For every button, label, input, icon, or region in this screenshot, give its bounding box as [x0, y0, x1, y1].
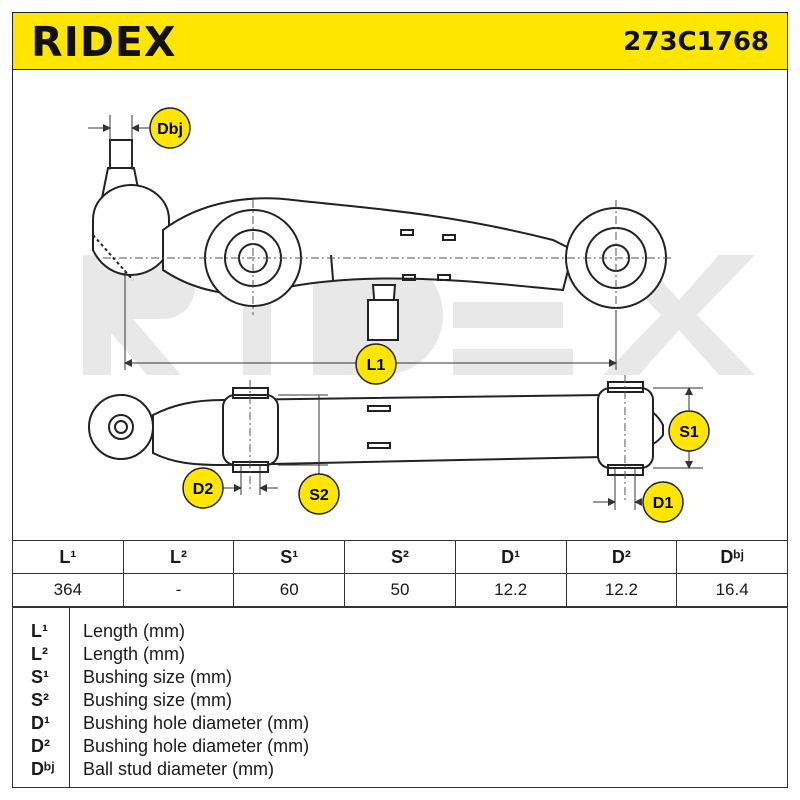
legend-description: Bushing hole diameter (mm) [83, 736, 310, 756]
spec-header-cell: D² [565, 540, 678, 574]
legend-description: Length (mm) [83, 644, 186, 664]
center-lines [103, 200, 673, 315]
legend-row: D² Bushing hole diameter (mm) [13, 735, 789, 758]
brand-logo: RIDEX [31, 18, 177, 66]
spec-value-cell: 12.2 [454, 573, 567, 607]
spec-value-row: 364 - 60 50 12.2 12.2 16.4 [12, 573, 788, 607]
legend-row: D¹ Bushing hole diameter (mm) [13, 712, 789, 735]
legend-box: L¹ Length (mm) L² Length (mm) S¹ Bushing… [12, 607, 788, 788]
control-arm-drawing: Dbj L1 [83, 107, 755, 523]
legend-row: S² Bushing size (mm) [13, 689, 789, 712]
arm-side-view [88, 381, 664, 476]
s2-badge [298, 473, 340, 515]
header-bar: RIDEX 273C1768 [12, 12, 788, 70]
spec-value-cell: 50 [344, 573, 456, 607]
side-center-lines [249, 375, 626, 500]
legend-symbol: L¹ [31, 621, 48, 641]
d1-dimension [593, 468, 642, 510]
legend-description: Ball stud diameter (mm) [83, 759, 275, 779]
legend-description: Bushing size (mm) [83, 667, 233, 687]
legend-divider [69, 608, 70, 787]
legend-symbol: D¹ [31, 713, 50, 733]
spec-table: L¹ L² S¹ S² D¹ D² Dᵇʲ 364 - 60 50 12.2 1… [12, 540, 788, 607]
s1-badge-label: S1 [679, 424, 699, 441]
dbj-badge [149, 107, 191, 149]
legend-symbol: S² [31, 690, 49, 710]
l1-badge-label: L1 [367, 357, 386, 374]
spec-header-cell: S² [344, 540, 456, 574]
spec-value-cell: 60 [233, 573, 346, 607]
legend-symbol: L² [31, 644, 48, 664]
spec-value-cell: 12.2 [565, 573, 678, 607]
legend-symbol: D² [31, 736, 50, 756]
d2-badge-label: D2 [193, 481, 214, 498]
spec-header-cell: L² [122, 540, 235, 574]
legend-description: Bushing size (mm) [83, 690, 233, 710]
spec-header-row: L¹ L² S¹ S² D¹ D² Dᵇʲ [12, 540, 788, 574]
legend-description: Length (mm) [83, 621, 186, 641]
spec-header-cell: L¹ [12, 540, 124, 574]
legend-row: L¹ Length (mm) [13, 620, 789, 643]
spec-value-cell: 16.4 [676, 573, 788, 607]
d1-badge [642, 481, 684, 523]
d2-badge [182, 467, 224, 509]
spec-value-cell: - [122, 573, 235, 607]
legend-symbol: Dᵇʲ [31, 759, 55, 779]
technical-drawing: Dbj L1 [12, 70, 788, 540]
spec-header-cell: S¹ [233, 540, 346, 574]
legend-symbol: S¹ [31, 667, 49, 687]
l1-badge [355, 343, 397, 385]
spec-header-cell: Dᵇʲ [676, 540, 788, 574]
s2-badge-label: S2 [309, 487, 329, 504]
d1-badge-label: D1 [653, 495, 674, 512]
spec-header-cell: D¹ [454, 540, 567, 574]
legend-row: L² Length (mm) [13, 643, 789, 666]
article-number: 273C1768 [623, 27, 769, 57]
s1-dimension [653, 387, 703, 469]
legend-row: Dᵇʲ Ball stud diameter (mm) [13, 758, 789, 781]
dbj-badge-label: Dbj [157, 121, 183, 138]
legend-description: Bushing hole diameter (mm) [83, 713, 310, 733]
d2-dimension [223, 465, 278, 495]
spec-value-cell: 364 [12, 573, 124, 607]
s1-badge [668, 410, 710, 452]
legend-row: S¹ Bushing size (mm) [13, 666, 789, 689]
